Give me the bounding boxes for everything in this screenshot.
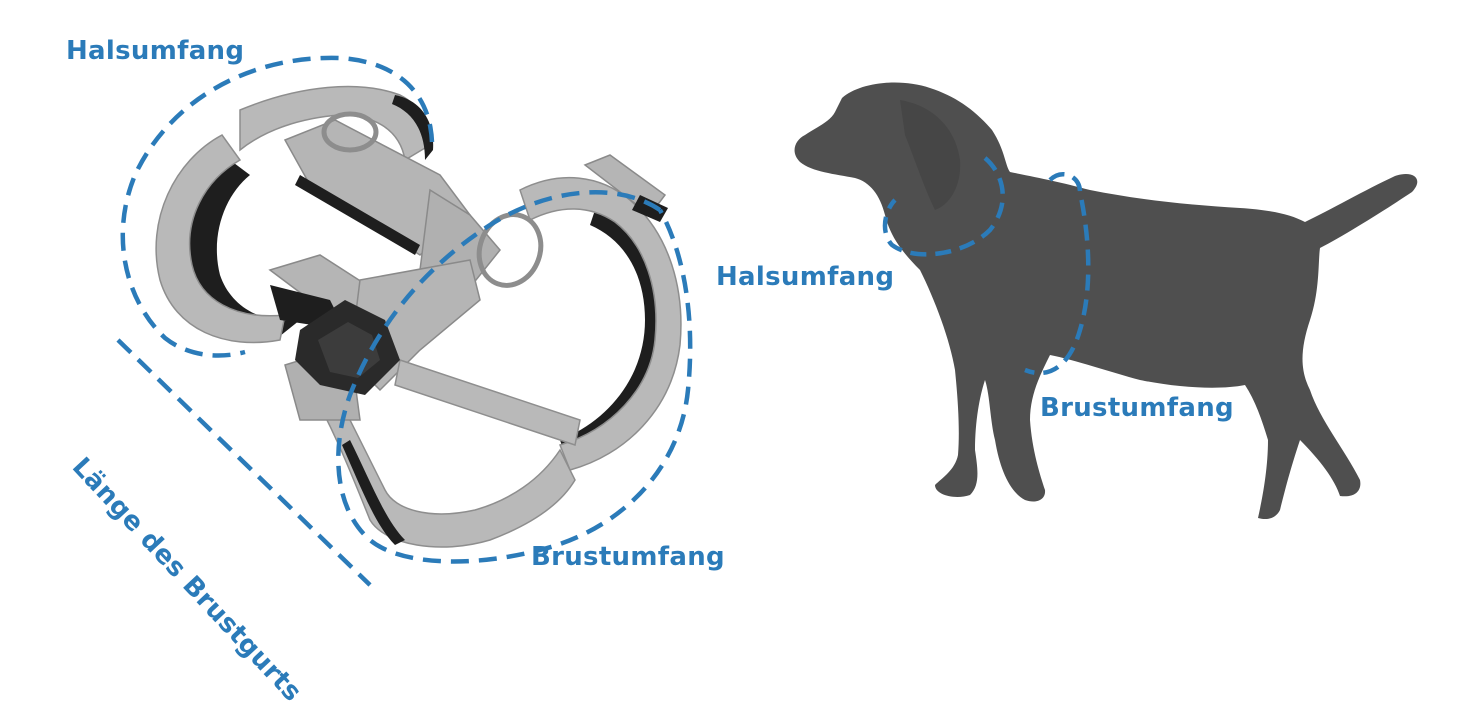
diagram-canvas <box>116 55 1418 587</box>
dog-harness-image <box>155 85 682 548</box>
d-ring-top <box>321 111 379 153</box>
neck-strap-top <box>239 85 431 162</box>
dog-chest-label: Brustumfang <box>1040 393 1234 423</box>
dog-ear <box>900 100 961 210</box>
dog-neck-dashed-line <box>882 156 1005 257</box>
dog-measurement-lines <box>882 156 1091 376</box>
harness-measurement-lines <box>116 55 693 587</box>
d-ring-middle <box>476 212 544 288</box>
harness-neck-label: Halsumfang <box>66 36 245 66</box>
dog-neck-label: Halsumfang <box>716 262 895 292</box>
dog-silhouette <box>794 82 1418 520</box>
neck-strap <box>155 134 286 344</box>
harness-chest-dashed-line <box>336 190 693 564</box>
strap-length-dashed-line <box>116 338 372 587</box>
dog-chest-dashed-line <box>1024 172 1091 376</box>
harness-chest-label: Brustumfang <box>531 542 725 572</box>
harness-neck-dashed-line <box>120 55 435 358</box>
